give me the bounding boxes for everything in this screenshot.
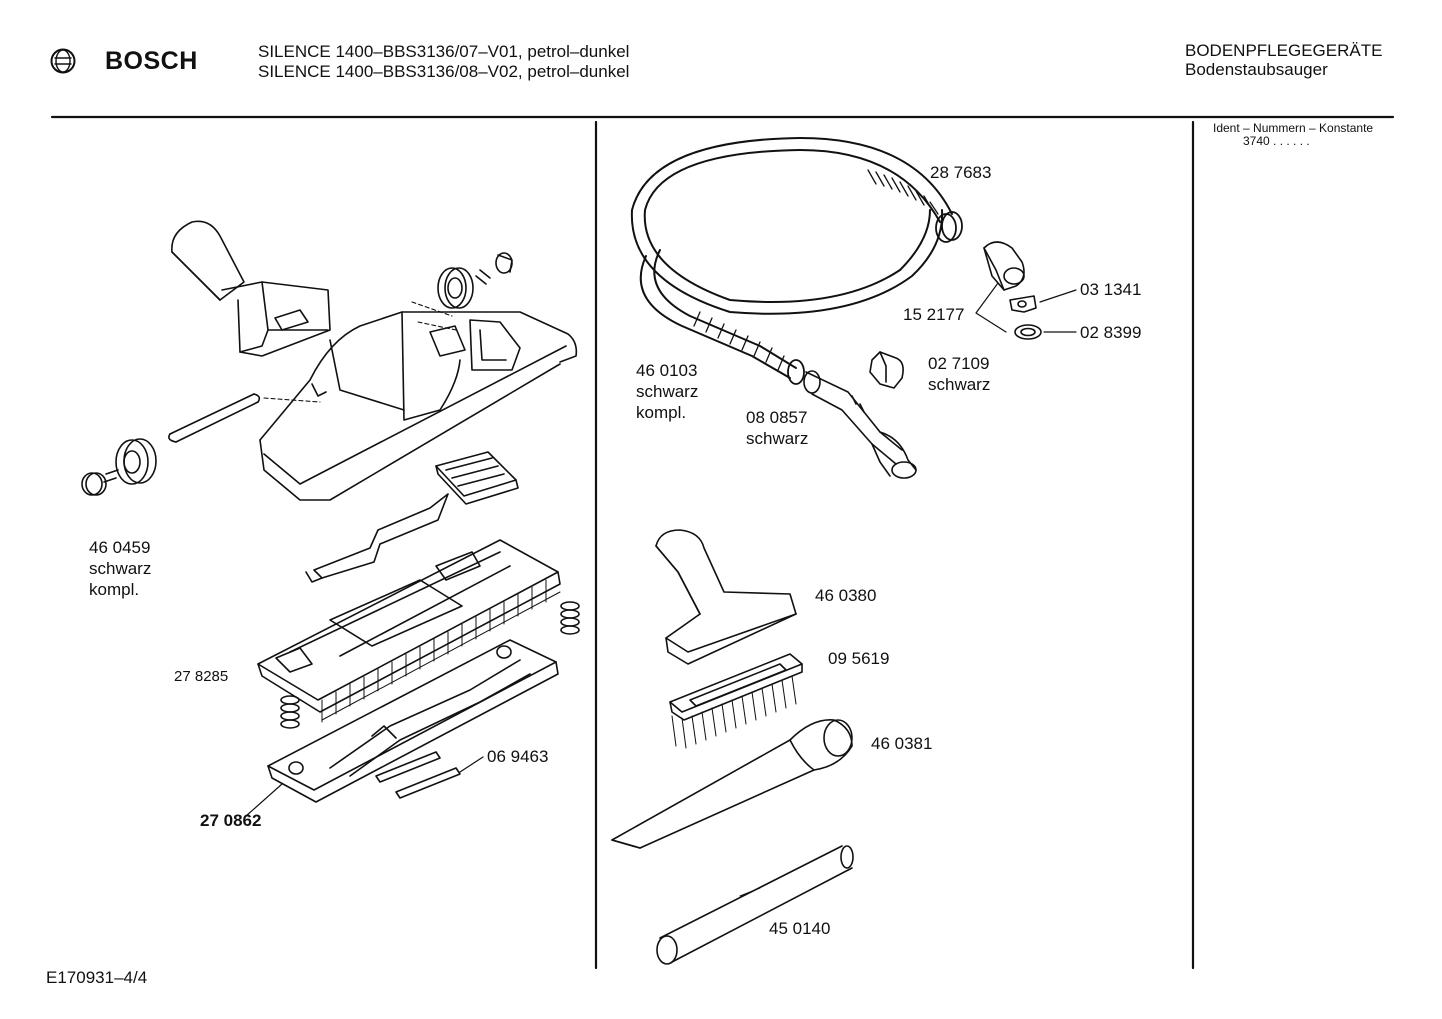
part-label-460103: 46 0103	[636, 361, 698, 380]
axle-rod-part	[168, 393, 321, 443]
part-label-080857: 08 0857	[746, 408, 808, 427]
base-plate-part	[267, 639, 559, 803]
nozzle-housing-part	[259, 311, 578, 501]
part-label-450140: 45 0140	[769, 919, 831, 938]
bosch-logo-icon	[50, 48, 76, 74]
spring-part	[280, 601, 580, 729]
part-label-031341: 03 1341	[1080, 280, 1142, 299]
leader-152177	[975, 282, 1007, 333]
part-color-460103: schwarz	[636, 382, 699, 401]
part-label-287683: 28 7683	[930, 163, 992, 182]
crevice-tool-part	[611, 719, 853, 849]
extension-tube-part	[656, 845, 854, 965]
wheel-left-part	[81, 438, 157, 496]
leader-270862	[245, 783, 283, 817]
part-label-270862: 27 0862	[200, 811, 262, 830]
part-label-460459: 46 0459	[89, 538, 151, 557]
brush-part	[669, 653, 803, 749]
part-label-027109: 02 7109	[928, 354, 990, 373]
part-note-460103: kompl.	[636, 403, 687, 422]
model-line-2: SILENCE 1400–BBS3136/08–V02, petrol–dunk…	[258, 62, 630, 81]
subcategory-title: Bodenstaubsauger	[1185, 60, 1328, 79]
part-label-152177: 15 2177	[903, 305, 965, 324]
part-note-460459: kompl.	[89, 580, 140, 599]
ring-028399-part	[1014, 324, 1042, 340]
handle-tube-part	[803, 370, 917, 479]
model-line-1: SILENCE 1400–BBS3136/07–V01, petrol–dunk…	[258, 42, 630, 61]
part-label-460381: 46 0381	[871, 734, 933, 753]
ident-value: 3740 . . . . . .	[1243, 134, 1310, 148]
part-color-027109: schwarz	[928, 375, 991, 394]
document-code: E170931–4/4	[46, 968, 148, 987]
category-title: BODENPFLEGEGERÄTE	[1185, 41, 1383, 60]
brand-name: BOSCH	[105, 47, 198, 75]
part-label-460380: 46 0380	[815, 586, 877, 605]
strip-part	[375, 751, 461, 799]
wheel-part	[411, 252, 513, 331]
clip-031341-part	[1009, 295, 1037, 313]
part-label-028399: 02 8399	[1080, 323, 1142, 342]
pedal-lever-part	[305, 451, 519, 583]
part-color-080857: schwarz	[746, 429, 809, 448]
elbow-fitting-part	[983, 241, 1025, 291]
part-label-095619: 09 5619	[828, 649, 890, 668]
part-color-460459: schwarz	[89, 559, 152, 578]
leader-069463	[459, 756, 484, 773]
ident-title: Ident – Nummern – Konstante	[1213, 121, 1374, 135]
holder-027109-part	[869, 351, 904, 389]
leader-031341	[1039, 289, 1077, 303]
hose-part	[630, 137, 963, 385]
nozzle-neck-part	[171, 220, 331, 357]
upholstery-nozzle-part	[655, 529, 797, 665]
part-label-278285: 27 8285	[174, 668, 229, 685]
sole-plate-part	[257, 539, 561, 723]
part-label-069463: 06 9463	[487, 747, 549, 766]
